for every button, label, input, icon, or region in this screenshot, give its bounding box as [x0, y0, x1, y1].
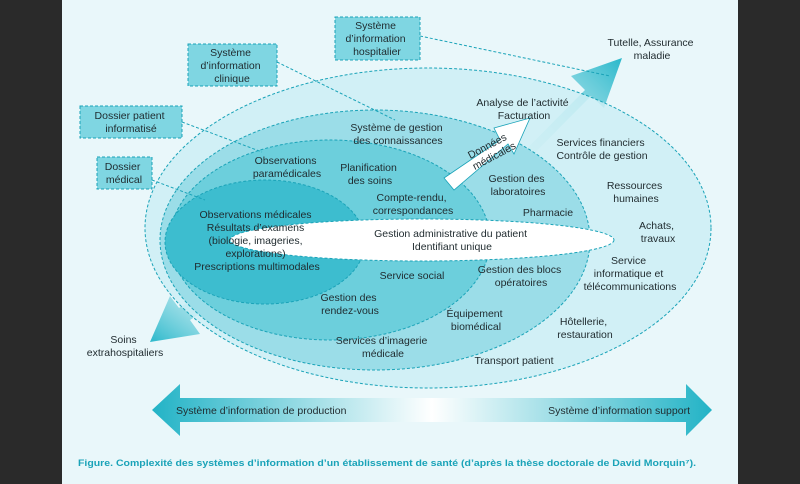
admin-ellipse	[229, 218, 615, 262]
support-label: Système d’information support	[548, 405, 690, 417]
imagerie-label: Services d’imagerie médicale	[336, 335, 431, 360]
production-label: Système d’information de production	[176, 405, 347, 417]
ressources-label: Ressources humaines	[607, 180, 665, 205]
analyse-label: Analyse de l’activité Facturation	[476, 97, 571, 122]
equipement-label: Équipement biomédical	[447, 307, 506, 333]
connaissances-label: Système de gestion des connaissances	[350, 122, 445, 147]
production-support-arrow	[152, 384, 712, 436]
planification-label: Planification des soins	[340, 162, 400, 187]
connector-lines	[151, 35, 611, 201]
services-financiers-label: Services financiers Contrôle de gestion	[556, 137, 647, 162]
donnees-arrow	[443, 117, 531, 191]
laboratoires-label: Gestion des laboratoires	[489, 173, 548, 198]
pharmacie-label: Pharmacie	[523, 207, 573, 219]
box-dossier-medical: Dossier médical	[96, 156, 153, 190]
box-hospitalier-text: Système d’information hospitalier	[345, 20, 408, 58]
box-clinique-text: Système d’information clinique	[200, 47, 263, 85]
gestion-admin-label: Gestion administrative du patient Identi…	[374, 228, 530, 253]
box-dossier-informatise: Dossier patient informatisé	[79, 105, 183, 139]
achats-label: Achats, travaux	[639, 220, 677, 245]
obs-medicales-label: Observations médicales Résultats d’exame…	[194, 209, 319, 273]
compte-rendu-label: Compte-rendu, correspondances	[373, 192, 454, 217]
box-clinique: Système d’information clinique	[187, 43, 278, 87]
soins-extra-label: Soins extrahospitaliers	[87, 334, 163, 359]
box-dossier-informatise-text: Dossier patient informatisé	[95, 110, 168, 135]
tutelle-label: Tutelle, Assurance maladie	[608, 37, 697, 62]
service-info-label: Service informatique et télécommunicatio…	[584, 255, 677, 293]
box-dossier-medical-text: Dossier médical	[105, 161, 144, 186]
service-social-label: Service social	[380, 270, 445, 282]
obs-para-label: Observations paramédicales	[253, 155, 321, 180]
rdv-label: Gestion des rendez-vous	[321, 292, 380, 317]
hotellerie-label: Hôtellerie, restauration	[557, 316, 613, 341]
figure-caption: Figure. Complexité des systèmes d’inform…	[78, 458, 696, 469]
transport-label: Transport patient	[475, 355, 554, 367]
blocs-label: Gestion des blocs opératoires	[478, 264, 564, 289]
box-hospitalier: Système d’information hospitalier	[334, 16, 421, 61]
